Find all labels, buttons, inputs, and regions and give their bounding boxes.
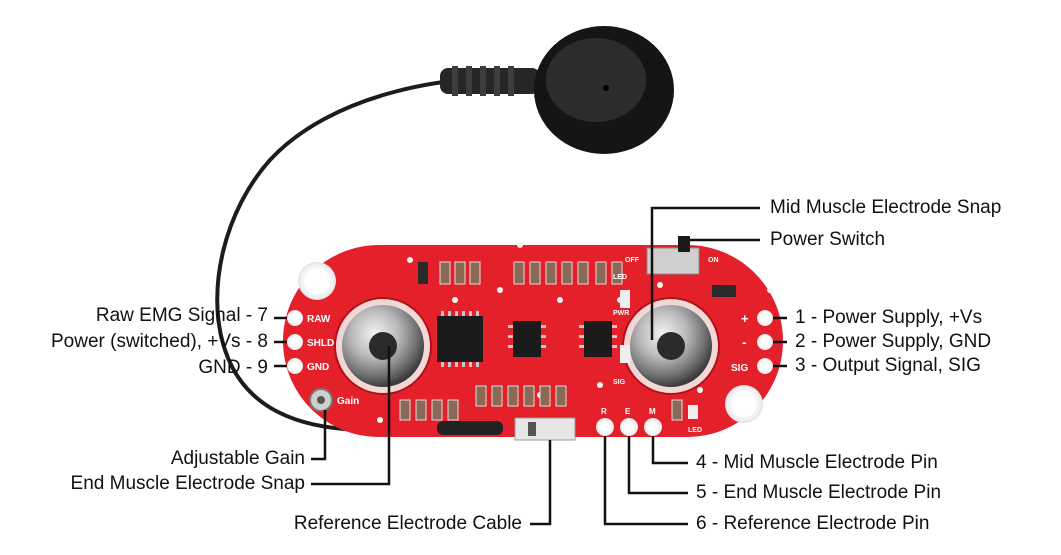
- left-header-pins: [287, 310, 303, 374]
- end-muscle-electrode-snap: [334, 297, 432, 395]
- silk-m: M: [649, 407, 656, 416]
- silk-sig: SIG: [731, 363, 748, 374]
- adjustable-gain-potentiometer[interactable]: [309, 388, 333, 412]
- silk-pwr: PWR: [613, 310, 629, 317]
- silk-shld: SHLD: [307, 338, 334, 349]
- label-vs: 1 - Power Supply, +Vs: [795, 307, 983, 328]
- mid-muscle-electrode-snap: [622, 297, 720, 395]
- passive-components: [399, 261, 736, 421]
- label-end-pin: 5 - End Muscle Electrode Pin: [696, 482, 942, 503]
- label-ref-cable: Reference Electrode Cable: [293, 513, 522, 534]
- label-gnd-left: GND - 9: [198, 357, 268, 378]
- silk-sig-small: SIG: [613, 379, 626, 386]
- label-raw: Raw EMG Signal - 7: [95, 305, 268, 326]
- silk-plus: +: [741, 311, 749, 326]
- leader-mid-snap: [650, 206, 760, 340]
- label-power-switch: Power Switch: [770, 229, 886, 250]
- leader-ref-pin: [603, 436, 688, 526]
- silk-r: R: [601, 407, 607, 416]
- leader-ref-cable: [530, 440, 552, 526]
- leader-end-pin: [627, 436, 688, 495]
- silk-led-top: LED: [613, 274, 627, 281]
- reference-electrode-cable: [215, 75, 546, 433]
- bottom-electrode-pins: [596, 418, 662, 436]
- silk-led-bottom: LED: [688, 427, 702, 434]
- silk-off: OFF: [625, 257, 640, 264]
- leader-end-snap: [311, 346, 391, 486]
- ic-chips: [437, 311, 617, 367]
- silk-minus: -: [742, 334, 747, 350]
- label-sig: 3 - Output Signal, SIG: [795, 355, 981, 376]
- silk-on: ON: [708, 257, 719, 264]
- label-end-snap: End Muscle Electrode Snap: [70, 473, 305, 494]
- silk-gain: Gain: [337, 396, 359, 407]
- cable-strain-relief: [440, 66, 540, 96]
- leader-lines: [274, 206, 787, 526]
- reference-cable-connector: [437, 417, 576, 441]
- electrode-snap-cap: [534, 26, 674, 154]
- label-pwr-switched: Power (switched), +Vs - 8: [51, 331, 268, 352]
- leader-mid-pin: [651, 436, 688, 465]
- label-mid-pin: 4 - Mid Muscle Electrode Pin: [696, 452, 938, 473]
- leader-gain: [311, 410, 327, 461]
- right-header-pins: [757, 310, 773, 374]
- silk-raw: RAW: [307, 314, 331, 325]
- label-gnd-right: 2 - Power Supply, GND: [795, 331, 992, 352]
- label-mid-snap: Mid Muscle Electrode Snap: [770, 197, 1002, 218]
- silk-gnd: GND: [307, 362, 329, 373]
- label-gain: Adjustable Gain: [170, 448, 305, 469]
- silk-e: E: [625, 407, 631, 416]
- label-ref-pin: 6 - Reference Electrode Pin: [696, 513, 930, 534]
- power-switch[interactable]: [646, 236, 700, 275]
